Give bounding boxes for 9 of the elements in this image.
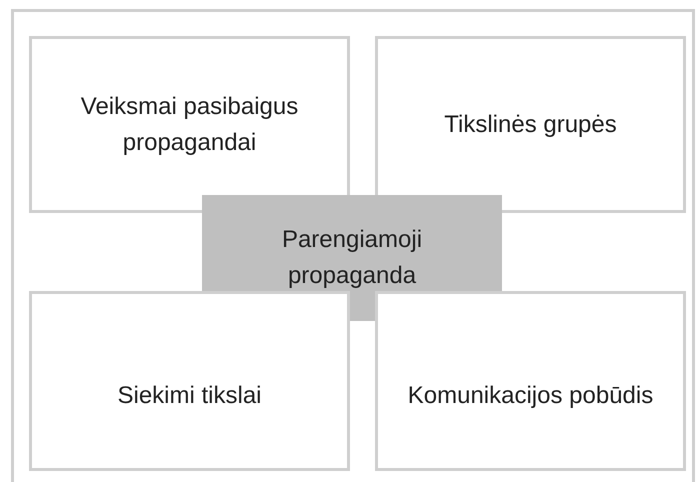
text-box	[29, 291, 350, 471]
box-label: Komunikacijos pobūdis	[408, 381, 654, 411]
box-label: Tikslinės grupės	[444, 110, 617, 140]
text-box	[29, 36, 350, 213]
box-label: Siekimi tikslai	[117, 381, 262, 411]
box-label: Parengiamoji propaganda	[280, 225, 424, 291]
box-label: Veiksmai pasibaigus propagandai	[80, 92, 300, 158]
text-box	[375, 291, 686, 471]
text-box	[375, 36, 686, 213]
